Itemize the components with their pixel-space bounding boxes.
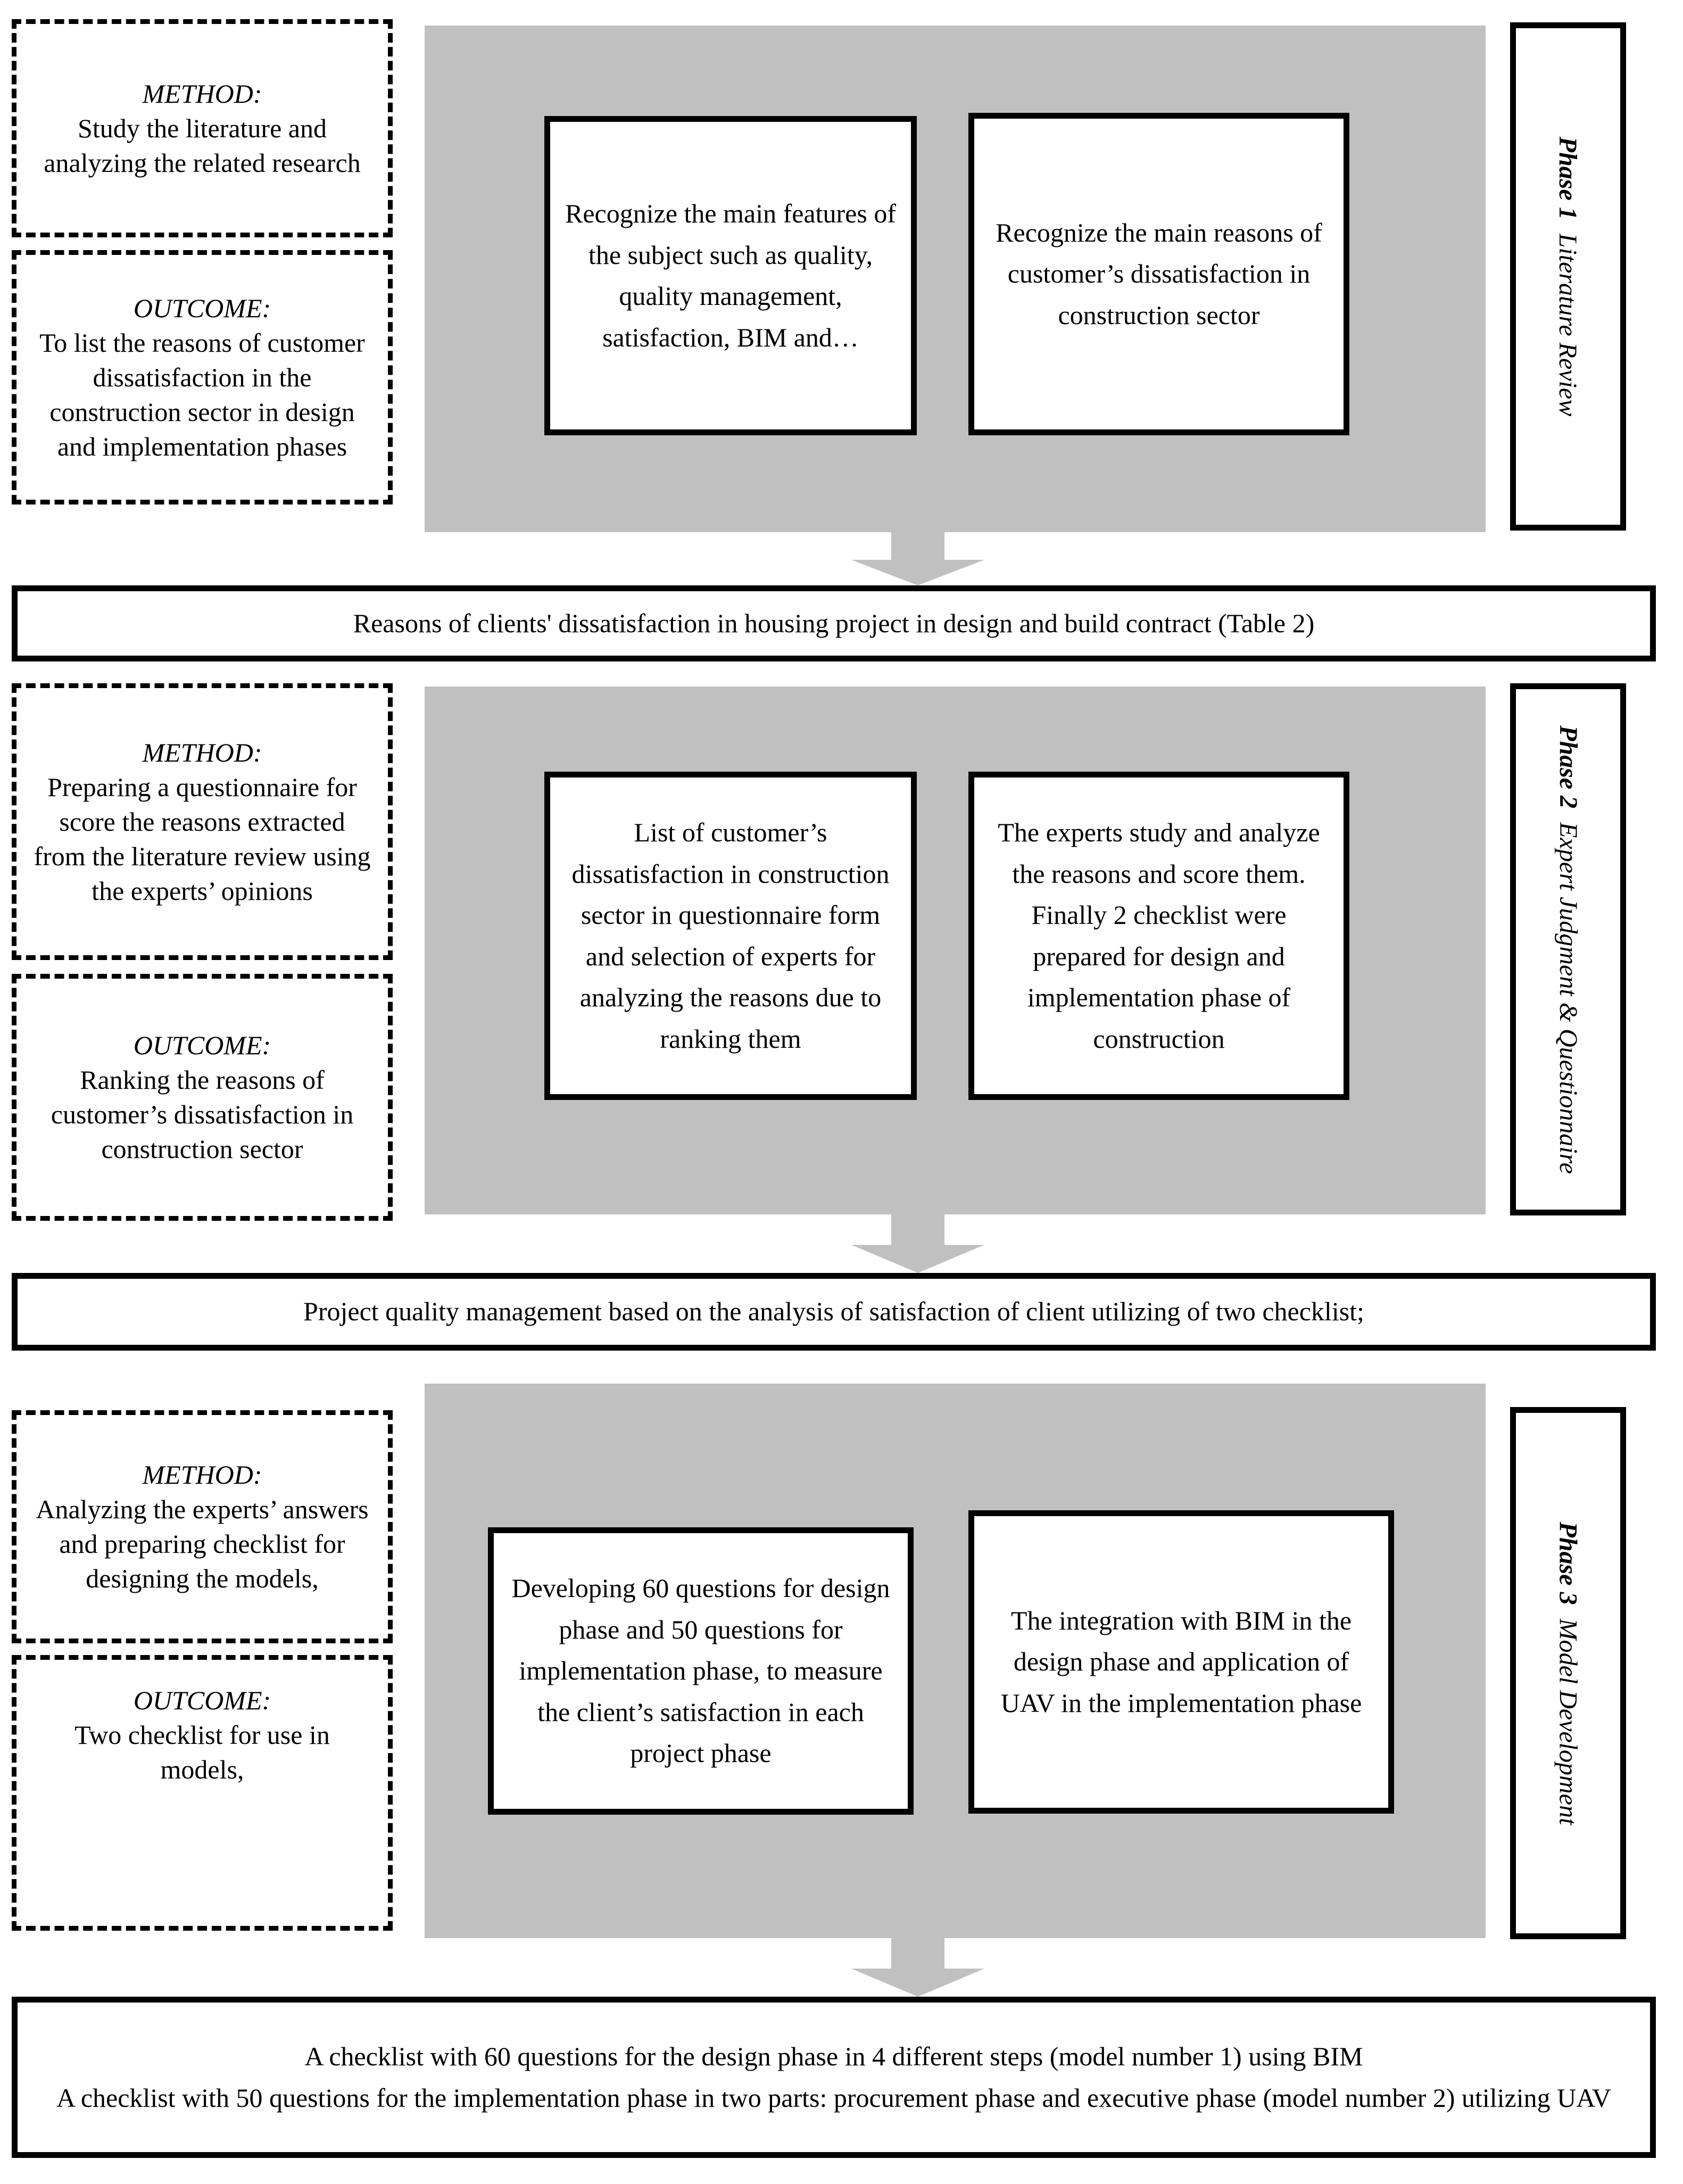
connector-arrow-3 [851, 1938, 984, 1997]
phase-3-content-box-2: The integration with BIM in the design p… [968, 1510, 1394, 1814]
banner-project-quality-management: Project quality management based on the … [12, 1273, 1656, 1351]
phase-3-method-kicker: METHOD: [142, 1460, 262, 1490]
phase-2-label-box: Phase 2 Expert Judgment & Questionnaire [1510, 683, 1626, 1215]
phase-3-label-box: Phase 3 Model Development [1510, 1407, 1626, 1939]
phase-1-number: Phase 1 [1554, 136, 1582, 220]
banner-3-line-2: A checklist with 50 questions for the im… [56, 2082, 1611, 2113]
banner-3-line-1: A checklist with 60 questions for the de… [304, 2041, 1363, 2071]
banner-1-text: Reasons of clients' dissatisfaction in h… [353, 608, 1315, 638]
phase-3-method-box: METHOD: Analyzing the experts’ answers a… [12, 1410, 393, 1643]
phase-2-outcome-text: Ranking the reasons of customer’s dissat… [51, 1065, 354, 1164]
phase-2-number: Phase 2 [1554, 725, 1582, 808]
phase-2-content-box-1: List of customer’s dissatisfaction in co… [544, 772, 917, 1100]
arrow-down-icon [851, 1214, 984, 1273]
phase-2-outcome-box: OUTCOME: Ranking the reasons of customer… [12, 974, 393, 1221]
phase-2-content-text-2: The experts study and analyze the reason… [998, 817, 1320, 1054]
phase-1-method-text: Study the literature and analyzing the r… [44, 113, 361, 178]
banner-2-text: Project quality management based on the … [303, 1296, 1364, 1327]
arrow-down-icon [851, 532, 984, 585]
phase-2-method-kicker: METHOD: [142, 737, 262, 767]
phase-3-content-text-1: Developing 60 questions for design phase… [511, 1573, 890, 1768]
connector-arrow-1 [851, 532, 984, 585]
phase-1-content-box-2: Recognize the main reasons of customer’s… [968, 113, 1349, 435]
phase-1-outcome-text: To list the reasons of customer dissatis… [39, 327, 365, 461]
phase-3-content-box-1: Developing 60 questions for design phase… [488, 1527, 914, 1815]
phase-1-content-box-1: Recognize the main features of the subje… [544, 116, 917, 435]
phase-2-content-text-1: List of customer’s dissatisfaction in co… [571, 817, 890, 1054]
phase-3-content-text-2: The integration with BIM in the design p… [1000, 1605, 1362, 1718]
phase-3-outcome-kicker: OUTCOME: [133, 1685, 271, 1715]
phase-2-outcome-kicker: OUTCOME: [133, 1030, 271, 1060]
phase-1-method-box: METHOD: Study the literature and analyzi… [12, 19, 393, 237]
phase-2-method-box: METHOD: Preparing a questionnaire for sc… [12, 683, 393, 960]
phase-2-method-text: Preparing a questionnaire for score the … [34, 772, 371, 906]
phase-1-content-text-1: Recognize the main features of the subje… [565, 198, 896, 352]
phase-2-name: Expert Judgment & Questionnaire [1554, 822, 1582, 1174]
phase-3-number: Phase 3 [1554, 1521, 1582, 1605]
phase-2-content-box-2: The experts study and analyze the reason… [968, 772, 1349, 1100]
banner-final-checklists: A checklist with 60 questions for the de… [12, 1997, 1656, 2158]
banner-reasons-of-clients-dissatisfaction: Reasons of clients' dissatisfaction in h… [12, 585, 1656, 661]
phase-1-label-box: Phase 1 Literature Review [1510, 22, 1626, 531]
arrow-down-icon [851, 1938, 984, 1997]
phase-3-outcome-text: Two checklist for use in models, [74, 1720, 330, 1784]
phase-1-outcome-box: OUTCOME: To list the reasons of customer… [12, 250, 393, 504]
phase-1-outcome-kicker: OUTCOME: [133, 293, 271, 323]
phase-1-name: Literature Review [1554, 233, 1582, 417]
phase-3-method-text: Analyzing the experts’ answers and prepa… [36, 1494, 369, 1593]
phase-3-outcome-box: OUTCOME: Two checklist for use in models… [12, 1655, 393, 1931]
phase-1-content-text-2: Recognize the main reasons of customer’s… [996, 217, 1322, 330]
phase-1-method-kicker: METHOD: [142, 78, 262, 109]
connector-arrow-2 [851, 1214, 984, 1273]
phase-3-name: Model Development [1554, 1618, 1582, 1825]
